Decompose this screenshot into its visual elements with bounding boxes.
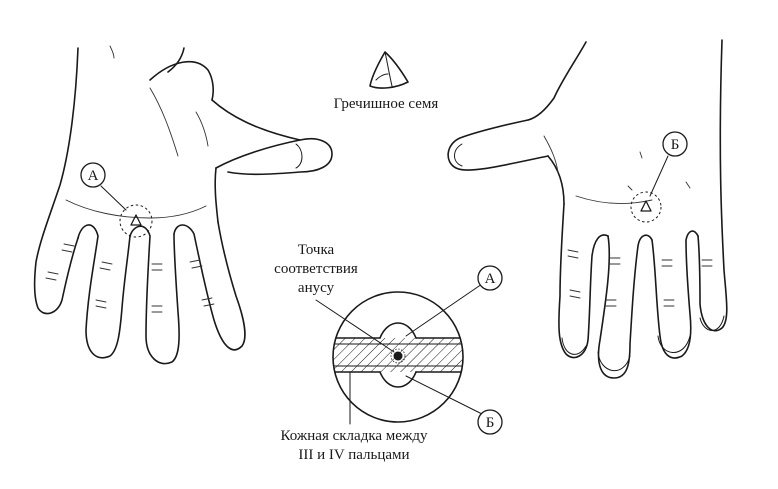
marker-a-lens: А	[477, 265, 503, 291]
right-hand	[447, 39, 728, 379]
buckwheat-seed-icon	[369, 51, 409, 89]
svg-text:Б: Б	[671, 137, 680, 153]
seed-caption: Гречишное семя	[334, 96, 439, 112]
left-hand	[33, 45, 333, 365]
leader-point	[315, 299, 395, 353]
marker-a-left: А	[80, 162, 106, 188]
magnified-skin-fold	[332, 291, 464, 423]
svg-text:А: А	[88, 168, 99, 184]
svg-text:А: А	[485, 271, 496, 287]
svg-text:III и IV пальцами: III и IV пальцами	[298, 447, 409, 463]
marker-b-lens: Б	[477, 409, 503, 435]
svg-text:Кожная складка между: Кожная складка между	[281, 428, 428, 444]
svg-text:Б: Б	[486, 415, 495, 431]
svg-text:Точка: Точка	[298, 242, 335, 258]
marker-b-right: Б	[662, 131, 688, 157]
svg-text:соответствия: соответствия	[274, 261, 358, 277]
leader-b	[405, 375, 483, 415]
fold-caption: Кожная складка между III и IV пальцами	[281, 428, 428, 463]
leader-a	[405, 283, 483, 337]
svg-text:анусу: анусу	[298, 280, 335, 296]
point-title: Точка соответствия анусу	[274, 242, 358, 296]
